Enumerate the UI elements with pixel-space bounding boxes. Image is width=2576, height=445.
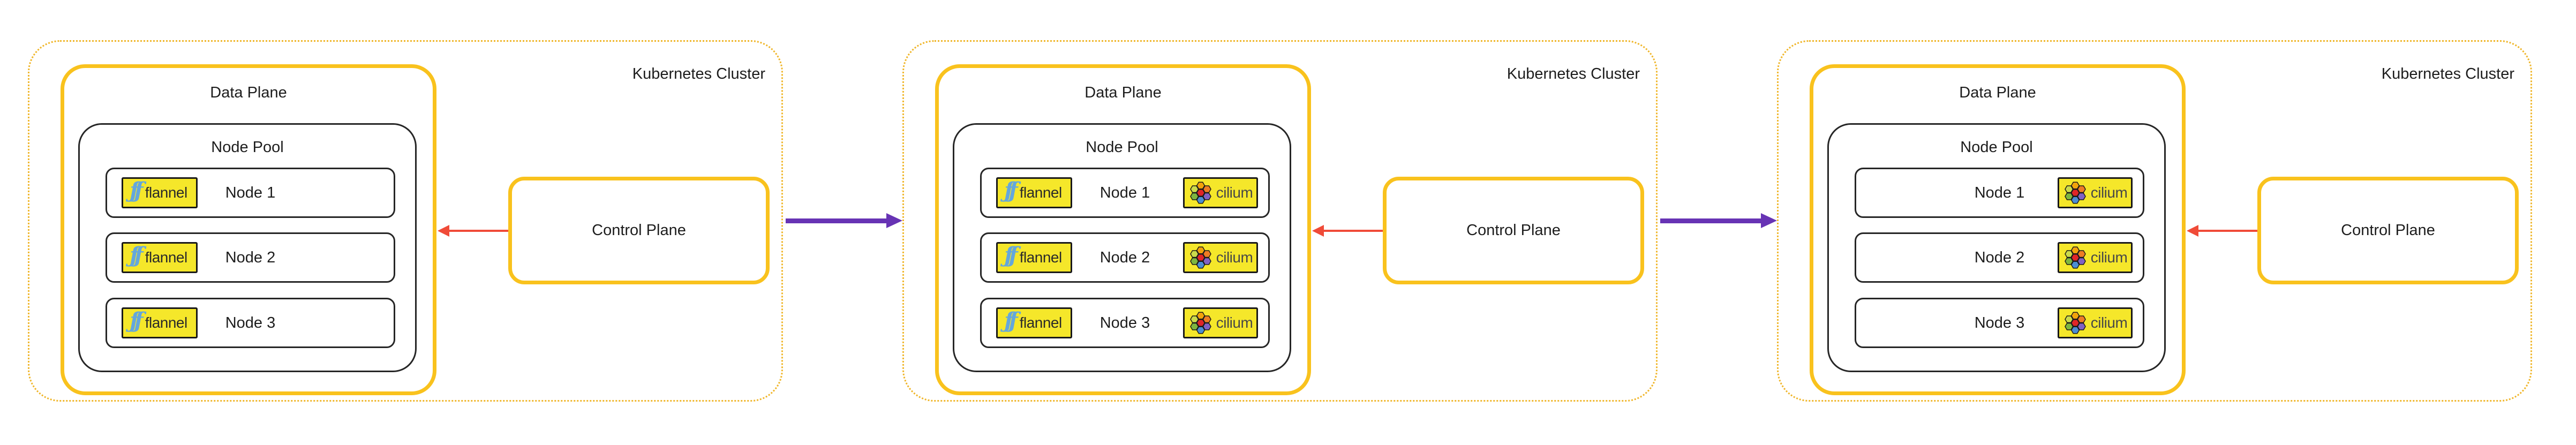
- node-row: Node 2 cilium: [1855, 232, 2144, 283]
- flannel-badge: ƒƒ flannel: [996, 307, 1072, 338]
- arrow-head-icon: [1312, 225, 1324, 237]
- flannel-badge: ƒƒ flannel: [996, 242, 1072, 273]
- node-pool: Node Pool ƒƒ flannel Node 1 cilium ƒƒ: [953, 123, 1291, 372]
- node-label: Node 1: [1974, 184, 2025, 201]
- arrow-head-icon: [2187, 225, 2198, 237]
- cilium-badge: cilium: [1183, 177, 1258, 208]
- flannel-badge: ƒƒ flannel: [122, 177, 198, 208]
- flannel-logo-icon: ƒƒ: [130, 243, 144, 268]
- node-pool: Node Pool ƒƒ flannel Node 1 ƒƒ flannel N…: [78, 123, 417, 372]
- control-plane-label: Control Plane: [2341, 222, 2435, 239]
- arrow-shaft: [446, 230, 508, 232]
- control-plane: Control Plane: [2257, 177, 2519, 284]
- cluster-title: Kubernetes Cluster: [1507, 65, 1640, 82]
- flannel-logo-icon: ƒƒ: [1004, 243, 1018, 268]
- data-plane: Data Plane Node Pool Node 1 cilium Node …: [1810, 64, 2186, 395]
- cilium-badge-label: cilium: [1216, 249, 1253, 266]
- flannel-logo-icon: ƒƒ: [1004, 178, 1018, 203]
- arrow-head-icon: [886, 213, 902, 228]
- arrow-head-icon: [1761, 213, 1777, 228]
- arrow-head-icon: [438, 225, 449, 237]
- flannel-badge: ƒƒ flannel: [122, 242, 198, 273]
- flannel-badge-label: flannel: [145, 184, 188, 201]
- flannel-badge-label: flannel: [1019, 184, 1063, 201]
- node-label: Node 2: [225, 248, 276, 266]
- node-pool: Node Pool Node 1 cilium Node 2 cilium: [1827, 123, 2166, 372]
- cilium-badge: cilium: [1183, 307, 1258, 338]
- kubernetes-cluster-3: Kubernetes Cluster Data Plane Node Pool …: [1777, 40, 2532, 402]
- cluster-migration-arrow-1: [786, 213, 902, 228]
- control-plane: Control Plane: [1383, 177, 1644, 284]
- arrow-shaft: [1660, 218, 1764, 223]
- flannel-badge: ƒƒ flannel: [996, 177, 1072, 208]
- cilium-badge: cilium: [1183, 242, 1258, 273]
- node-row: ƒƒ flannel Node 2: [106, 232, 395, 283]
- data-plane-title: Data Plane: [1084, 84, 1162, 101]
- arrow-shaft: [786, 218, 890, 223]
- node-row: ƒƒ flannel Node 3: [106, 298, 395, 348]
- kubernetes-cluster-2: Kubernetes Cluster Data Plane Node Pool …: [902, 40, 1658, 402]
- node-label: Node 1: [1099, 184, 1150, 201]
- control-plane-to-data-plane-arrow: [2187, 225, 2257, 237]
- cluster-title: Kubernetes Cluster: [2381, 65, 2514, 82]
- cilium-hexagons-icon: [1189, 182, 1211, 204]
- flannel-logo-icon: ƒƒ: [1004, 308, 1018, 333]
- cilium-hexagons-icon: [2064, 312, 2086, 334]
- node-label: Node 2: [1974, 248, 2025, 266]
- node-label: Node 3: [1974, 314, 2025, 331]
- arrow-shaft: [2195, 230, 2257, 232]
- flannel-logo-icon: ƒƒ: [130, 178, 144, 203]
- cilium-badge-label: cilium: [1216, 314, 1253, 331]
- control-plane-label: Control Plane: [592, 222, 686, 239]
- cilium-hexagons-icon: [1189, 312, 1211, 334]
- node-label: Node 1: [225, 184, 276, 201]
- arrow-shaft: [1321, 230, 1383, 232]
- data-plane: Data Plane Node Pool ƒƒ flannel Node 1 ƒ…: [61, 64, 436, 395]
- data-plane: Data Plane Node Pool ƒƒ flannel Node 1 c…: [935, 64, 1311, 395]
- cilium-badge: cilium: [2058, 177, 2133, 208]
- control-plane-to-data-plane-arrow: [438, 225, 508, 237]
- cluster-migration-arrow-2: [1660, 213, 1777, 228]
- flannel-badge: ƒƒ flannel: [122, 307, 198, 338]
- node-row: Node 3 cilium: [1855, 298, 2144, 348]
- node-row: ƒƒ flannel Node 1: [106, 168, 395, 218]
- node-pool-title: Node Pool: [1960, 139, 2033, 156]
- cilium-hexagons-icon: [2064, 182, 2086, 204]
- node-row: ƒƒ flannel Node 1 cilium: [980, 168, 1270, 218]
- control-plane: Control Plane: [508, 177, 770, 284]
- flannel-badge-label: flannel: [1019, 314, 1063, 331]
- flannel-badge-label: flannel: [1019, 249, 1063, 266]
- node-row: ƒƒ flannel Node 2 cilium: [980, 232, 1270, 283]
- data-plane-title: Data Plane: [1959, 84, 2036, 101]
- cilium-hexagons-icon: [2064, 246, 2086, 269]
- cilium-badge: cilium: [2058, 242, 2133, 273]
- node-label: Node 3: [1099, 314, 1150, 331]
- cilium-hexagons-icon: [1189, 246, 1211, 269]
- cilium-badge-label: cilium: [2090, 249, 2128, 266]
- cilium-badge-label: cilium: [2090, 184, 2128, 201]
- cilium-badge: cilium: [2058, 307, 2133, 338]
- cilium-badge-label: cilium: [1216, 184, 1253, 201]
- node-row: ƒƒ flannel Node 3 cilium: [980, 298, 1270, 348]
- node-pool-title: Node Pool: [211, 139, 284, 156]
- node-pool-title: Node Pool: [1086, 139, 1158, 156]
- cluster-title: Kubernetes Cluster: [632, 65, 765, 82]
- data-plane-title: Data Plane: [210, 84, 287, 101]
- kubernetes-cluster-1: Kubernetes Cluster Data Plane Node Pool …: [28, 40, 783, 402]
- control-plane-label: Control Plane: [1466, 222, 1561, 239]
- node-label: Node 2: [1099, 248, 1150, 266]
- cilium-badge-label: cilium: [2090, 314, 2128, 331]
- flannel-badge-label: flannel: [145, 314, 188, 331]
- flannel-logo-icon: ƒƒ: [130, 308, 144, 333]
- node-label: Node 3: [225, 314, 276, 331]
- control-plane-to-data-plane-arrow: [1312, 225, 1383, 237]
- node-row: Node 1 cilium: [1855, 168, 2144, 218]
- flannel-badge-label: flannel: [145, 249, 188, 266]
